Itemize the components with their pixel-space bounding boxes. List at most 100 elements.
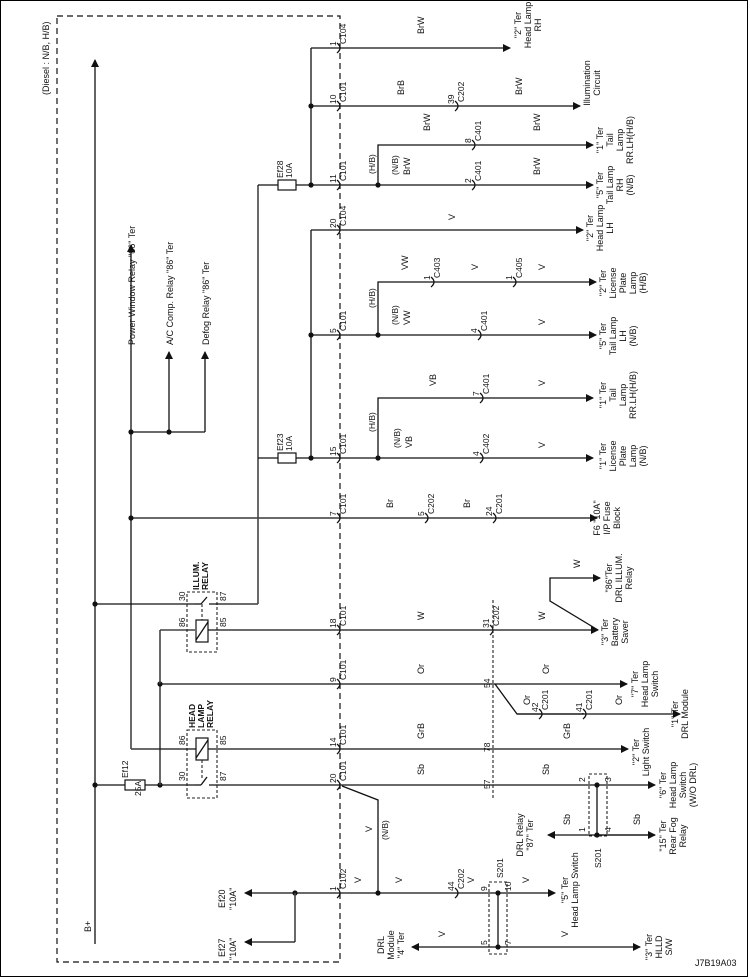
- wire-color-label: V: [537, 380, 547, 386]
- wire-color-label: V: [353, 877, 363, 883]
- connector-name: C104: [338, 23, 348, 44]
- dest-drl-illum-relay: DRL ILLUM.: [614, 553, 624, 602]
- dest-license-plate-nb: Plate: [618, 446, 628, 467]
- fuse-ef20-rating: "10A": [228, 888, 238, 910]
- connector-c405_1: [512, 276, 517, 288]
- dest-head-lamp-switch-5: Head Lamp Switch: [570, 852, 580, 928]
- dest-illumination: Illumination: [582, 60, 592, 106]
- b-plus-label: B+: [83, 921, 93, 932]
- dest-tail-rr-lh-hb: "1" Ter: [595, 127, 605, 153]
- dest-drl-illum-relay: Relay: [624, 566, 634, 590]
- connector-name: C101: [338, 605, 348, 626]
- connector-c202_5: [424, 512, 429, 524]
- wire-color-label: (H/B): [367, 154, 377, 174]
- connector-pin: 57: [482, 779, 492, 789]
- connector-name: C202: [456, 868, 466, 889]
- wire-color-label: BrW: [416, 16, 426, 34]
- dest-head-lamp-rh: "2" Ter: [513, 12, 523, 38]
- wire-w-drl-illum: [549, 574, 601, 631]
- illum-relay-name-2: RELAY: [200, 562, 210, 590]
- dest-license-plate-nb: Lamp: [628, 445, 638, 468]
- connector-pin: 9: [328, 677, 338, 682]
- fuse-ef12-name: Ef12: [120, 760, 130, 778]
- connector-c201_42: [538, 708, 543, 720]
- wire-color-label: Sb: [562, 814, 572, 825]
- connector-name: C401: [481, 373, 491, 394]
- connector-c401_8: [471, 139, 476, 151]
- fuse-ef12-rating: 25A: [133, 781, 143, 796]
- connector-name: C402: [481, 433, 491, 454]
- head-relay-pin-86: 86: [177, 735, 187, 745]
- dest-tail-rr-lh-hb: Lamp: [615, 129, 625, 152]
- wire-color-label: W: [416, 611, 426, 620]
- dest-drl-module-4: DRL: [376, 936, 386, 954]
- fuse-ef28-rating: 10A: [284, 163, 294, 178]
- dest-tail-lamp-lh: (N/B): [628, 326, 638, 347]
- junction: [375, 182, 381, 188]
- connector-c202_39: [454, 100, 459, 112]
- connector-c101_20: [336, 779, 341, 791]
- wire-color-label: Sb: [541, 764, 551, 775]
- dest-drl-module-4: Module: [386, 930, 396, 960]
- dest-head-lamp-lh: Head Lamp: [595, 205, 605, 252]
- connector-name: C101: [338, 310, 348, 331]
- dest-tail-rr-lh-hb-2: RR.LH(H/B): [628, 371, 638, 419]
- wire-color-label: BrW: [532, 113, 542, 131]
- splice-name: S201: [495, 858, 505, 878]
- connector-name: C202: [491, 605, 501, 626]
- connector-pin: 44: [446, 881, 456, 891]
- fuse-ef27-name: Ef27: [217, 938, 227, 957]
- wire-color-label: V: [521, 877, 531, 883]
- illum-relay-pin-85: 85: [218, 617, 228, 627]
- dest-hlld-sw: S/W: [664, 938, 674, 956]
- dest-tail-rh: "5" Ter: [595, 172, 605, 198]
- dest-hlld-sw: HLLD: [654, 935, 664, 959]
- dest-drl-module-4: "4" Ter: [396, 932, 406, 958]
- connector-name: C202: [456, 81, 466, 102]
- connector-c401_2: [471, 179, 476, 191]
- dest-tail-rh: RH: [615, 179, 625, 192]
- connector-name: C101: [338, 160, 348, 181]
- connector-c401_7: [479, 392, 484, 404]
- dest-license-plate-hb: License: [608, 267, 618, 298]
- dest-tail-rr-lh-hb-2: Lamp: [618, 384, 628, 407]
- connector-pin: 5: [416, 511, 426, 516]
- dest-battery-saver: Saver: [620, 620, 630, 644]
- splice-pin: 10: [503, 881, 513, 891]
- wire-color-label: VB: [428, 374, 438, 386]
- power-window-relay-label: Power Window Relay "86" Ter: [127, 226, 137, 345]
- wire-license-hb: [377, 278, 597, 335]
- connector-pin: 14: [328, 737, 338, 747]
- connector-name: C201: [494, 493, 504, 514]
- dest-head-lamp-switch-5: "5" Ter: [560, 877, 570, 903]
- wire-color-label: V: [537, 264, 547, 270]
- splice-pin: 7: [503, 940, 513, 945]
- dest-head-lamp-switch-6: "6" Ter: [658, 772, 668, 798]
- connector-name: C102: [338, 868, 348, 889]
- junction: [375, 332, 381, 338]
- connector-pin: 41: [574, 702, 584, 712]
- dest-ip-fuse-block: Block: [612, 507, 622, 530]
- connector-pin: 4: [471, 451, 481, 456]
- wire-color-label: Br: [385, 499, 395, 508]
- connector-pin: 1: [504, 275, 514, 280]
- dest-tail-lamp-lh: "5" Ter: [598, 323, 608, 349]
- head-relay-pin-30: 30: [177, 771, 187, 781]
- connector-name: C401: [479, 310, 489, 331]
- dest-rear-fog-relay: Relay: [678, 824, 688, 848]
- connector-c104_1: [336, 42, 341, 54]
- connector-pin: 15: [328, 446, 338, 456]
- dest-tail-rr-lh-hb: Tail: [605, 133, 615, 147]
- wire-color-label: Br: [462, 499, 472, 508]
- dest-light-switch-2: "2" Ter: [631, 739, 641, 765]
- dest-drl-relay-87: "87" Ter: [525, 819, 535, 850]
- connector-pin: 7: [328, 511, 338, 516]
- defog-relay-label: Defog Relay "86" Ter: [201, 262, 211, 345]
- wire-color-label: V: [560, 931, 570, 937]
- dest-license-plate-hb: "2" Ter: [598, 270, 608, 296]
- connector-name: C101: [338, 724, 348, 745]
- head-relay-pin-85: 85: [218, 735, 228, 745]
- wire-color-label: W: [537, 611, 547, 620]
- head-lamp-relay-name-2: LAMP: [196, 704, 206, 728]
- dest-battery-saver: Battery: [610, 617, 620, 646]
